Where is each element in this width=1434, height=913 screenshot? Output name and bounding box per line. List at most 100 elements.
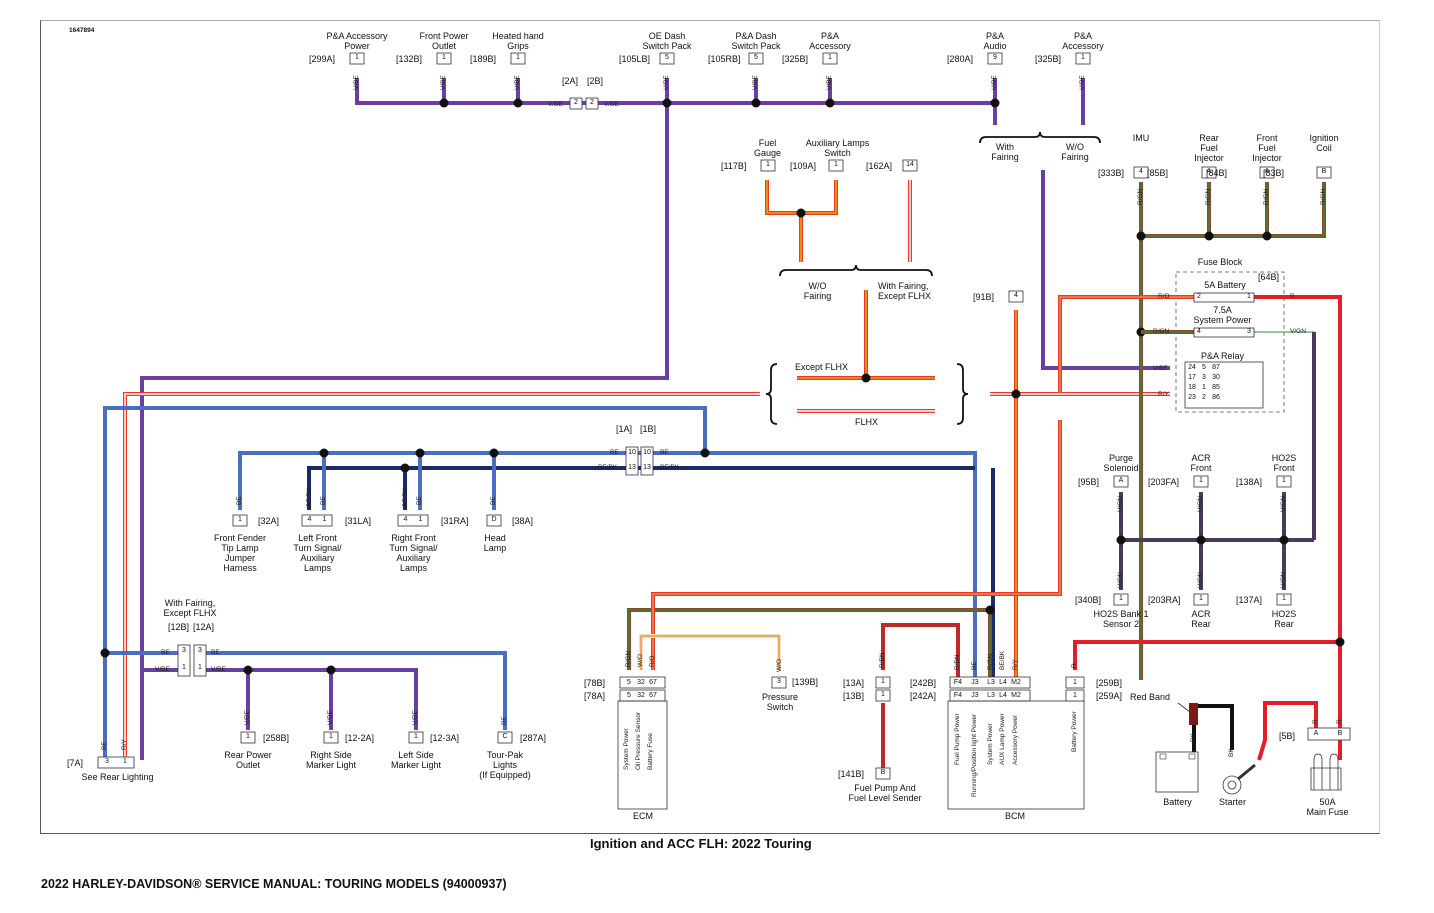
ref-13a: [13A] [843,678,865,688]
wire-ro-in-stripe [1059,296,1194,393]
wire-label-ho2s_front: V/GN [1280,496,1287,512]
fuse-5a-label: 5A Battery [1204,280,1246,290]
wire-label-12b-be: BE [161,649,170,656]
bcm-pin-242a: L3 [987,692,995,699]
connector-ho2s_bank1-pin: 1 [1119,595,1123,602]
label-ho2s_rear: HO2S Rear [1271,609,1297,629]
splice-dot [751,98,761,108]
wire-label-ho2s_bank1: V/GN [1117,572,1124,588]
ref-pa_accessory_1: [325B] [782,54,809,64]
ecm-function-label: System Power [623,728,630,770]
ref-91b: [91B] [973,292,995,302]
wire-label-front_fuel_injector: R/GN [1263,188,1270,205]
wire-label-left_side_marker: V/BE [412,710,419,725]
fuse-7-5a-pin-in: 4 [1197,328,1201,335]
connector-ho2s_front [1276,475,1292,488]
ecm-function-label: Battery Fuse [647,733,654,770]
wire-label-rear_power_outlet: V/BE [244,710,251,725]
wire-label-ho2s_rear: V/GN [1280,572,1287,588]
bcm-function-label: Accessory Power [1012,714,1019,765]
ref-acr_rear: [203RA] [1148,595,1181,605]
ref-left_side_marker: [12-3A] [430,733,460,743]
label-oe_dash: OE Dash Switch Pack [642,31,692,51]
ecm-wire-label: R/O [649,655,656,667]
ref-13b: [13B] [843,691,865,701]
connector-fuel-pump [875,767,891,780]
label-rear-lighting: See Rear Lighting [81,772,154,782]
brace-left [765,363,778,425]
connector-7a [97,756,135,769]
splice-dot [985,605,995,615]
splice-dot [415,448,425,458]
bcm-connector-259a [1065,689,1085,702]
wire-label-acr_rear: V/GN [1197,572,1204,588]
fairing-brace-mid [779,264,933,277]
label-acr_front: ACR Front [1190,453,1212,473]
connector-fuel-gauge [760,159,776,172]
connector-main-fuse [1307,727,1351,741]
ref-purge_solenoid: [95B] [1078,477,1100,487]
wire-label-1b-be: BE [660,449,669,456]
connector-pressure-switch-pin: 3 [777,678,781,685]
wire-oil-pressure-stripe [640,635,780,670]
label-left_side_marker: Left Side Marker Light [390,750,442,770]
pin-right-front-4: 4 [403,516,408,523]
label-rear_fuel_injector: Rear Fuel Injector [1194,133,1224,163]
splice-dot [1011,389,1021,399]
connector-rear_fuel_injector-pin: A [1206,168,1212,175]
ref-rear_fuel_injector: [85B] [1147,168,1169,178]
bcm-wire-label: R/Y [1012,659,1019,670]
starter-stud [1227,780,1237,790]
splice-dot [1204,231,1214,241]
connector-aux-lamps-pin: 1 [834,161,838,168]
label-main-fuse: 50A Main Fuse [1306,797,1349,817]
pin-12b-1: 1 [182,664,186,671]
relay-pin: 30 [1212,374,1220,381]
wire-label-1b-bebk: BE/BK [660,464,680,471]
connector-purge_solenoid-pin: A [1118,477,1124,484]
label-conn-12: With Fairing, Except FLHX [163,598,217,618]
label-front-fender: Front Fender Tip Lamp Jumper Harness [213,533,267,573]
wire-oil-pressure [639,634,781,670]
label-right-front: Right Front Turn Signal/ Auxiliary Lamps [389,533,438,573]
pin-1a-13: 13 [628,464,636,471]
bcm-batt-pin-a: 1 [1073,692,1077,699]
connector-162a-pin: 14 [906,161,914,168]
relay-pin: 3 [1202,374,1206,381]
connector-tour_pak-pin: C [502,733,508,740]
label-fuel-gauge: Fuel Gauge [753,138,782,158]
label-pa_accessory_2: P&A Accessory [1062,31,1104,51]
splice-dot [243,665,253,675]
wire-label-7a-be: BE [101,741,108,750]
connector-ignition_coil [1316,166,1332,179]
connector-head-lamp [486,514,502,527]
splice-dot [1136,231,1146,241]
wire-label-pa_accessory_2: V/BE [1079,75,1086,90]
connector-pa_accessory_1 [822,52,838,65]
connector-2b [585,97,599,110]
connector-front-fender [232,514,248,527]
connector-pa_accessory_power-pin: 1 [355,54,359,61]
label-purge_solenoid: Purge Solenoid [1103,453,1139,473]
splice-dot [1279,535,1289,545]
pin-1a-10: 10 [628,449,636,456]
splice-dot [861,373,871,383]
fuse-7-5a-pin-out: 3 [1247,328,1251,335]
connector-oe_dash-pin: 5 [665,54,669,61]
label-left-front: Left Front Turn Signal/ Auxiliary Lamps [293,533,342,573]
wire-label-imu: R/GN [1137,188,1144,205]
bcm-batt-pin-b: 1 [1073,679,1077,686]
battery-pos-terminal [1188,753,1196,760]
vbe-bus-top [355,78,995,105]
starter-lug [1237,763,1256,781]
connector-ho2s_front-pin: 1 [1282,477,1286,484]
connector-front_fuel_injector-pin: A [1264,168,1270,175]
wire-fuel-gauge-stripe [766,180,837,214]
wire-label-oe_dash: V/BE [663,75,670,90]
pin-12a-3: 3 [198,647,202,654]
ref-left-front: [31LA] [345,516,372,526]
wire-label-lf-be: BE [320,496,327,505]
relay-wire-24: V/BE [1153,365,1168,372]
ref-oe_dash: [105LB] [619,54,651,64]
pin-1b-13: 13 [643,464,651,471]
